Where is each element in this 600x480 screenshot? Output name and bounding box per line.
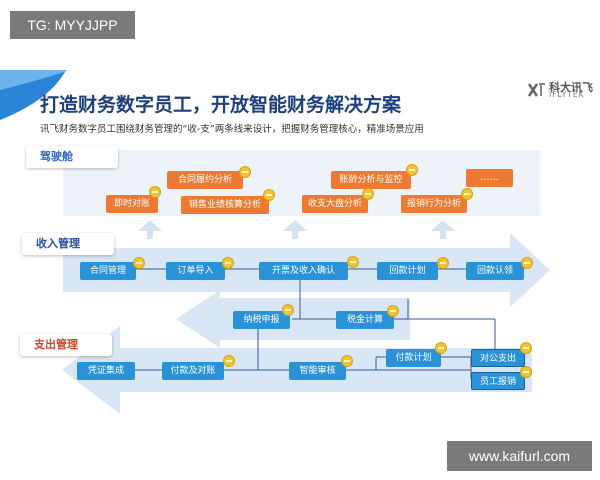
coin-icon <box>149 186 161 198</box>
income-payment-plan: 回款计划 <box>377 262 438 280</box>
iflytek-logo-icon <box>527 83 545 97</box>
coin-icon <box>223 355 235 367</box>
up-arrow-3 <box>431 220 455 239</box>
header-accent-light <box>0 70 70 90</box>
cockpit-contract-performance: 合同履约分析 <box>167 171 243 189</box>
expense-payment-reconcile: 付款及对账 <box>162 362 224 380</box>
cockpit-reimburse-behavior: 报销行为分析 <box>401 195 467 213</box>
tax-declaration: 纳税申报 <box>233 311 290 329</box>
coin-icon <box>520 366 532 378</box>
expense-payment-plan: 付款计划 <box>386 349 441 367</box>
coin-icon <box>341 355 353 367</box>
coin-icon <box>521 257 533 269</box>
coin-icon <box>133 257 145 269</box>
page-subtitle: 讯飞财务数字员工围绕财务管理的“收-支”两条线来设计，把握财务管理核心，精准场景… <box>40 124 424 135</box>
cockpit-aging-analysis: 账龄分析与监控 <box>331 171 411 189</box>
income-contract-management: 合同管理 <box>80 262 136 280</box>
expense-corporate-payment: 对公支出 <box>471 349 525 367</box>
coin-icon <box>263 189 275 201</box>
coin-icon <box>239 166 251 178</box>
income-payment-claim: 回款认领 <box>466 262 524 280</box>
cockpit-income-expense: 收支大盘分析 <box>302 195 368 213</box>
coin-icon <box>435 342 447 354</box>
expense-voucher-integration: 凭证集成 <box>77 362 135 380</box>
section-expense: 支出管理 <box>20 334 112 356</box>
cockpit-sales-performance: 销售业绩核算分析 <box>181 196 269 214</box>
up-arrow-2 <box>283 220 307 239</box>
page-title: 打造财务数字员工，开放智能财务解决方案 <box>40 94 402 116</box>
coin-icon <box>520 342 532 354</box>
logo-main-text: 科大讯飞 <box>549 81 593 94</box>
watermark: www.kaifurl.com <box>447 441 592 471</box>
coin-icon <box>222 257 234 269</box>
coin-icon <box>461 188 473 200</box>
tax-calculation: 税金计算 <box>336 311 394 329</box>
expense-employee-reimburse: 员工报销 <box>471 372 525 390</box>
coin-icon <box>282 304 294 316</box>
cockpit-instant-reconcile: 即时对账 <box>106 195 158 213</box>
up-arrow-1 <box>138 220 162 239</box>
iflytek-logo: 科大讯飞 IFLYTEK <box>527 79 597 101</box>
coin-icon <box>406 164 418 176</box>
coin-icon <box>362 188 374 200</box>
section-income: 收入管理 <box>22 233 114 255</box>
coin-icon <box>387 305 399 317</box>
logo-sub-text: IFLYTEK <box>549 90 585 99</box>
coin-icon <box>437 257 449 269</box>
coin-icon <box>347 256 359 268</box>
income-order-import: 订单导入 <box>166 262 225 280</box>
section-cockpit: 驾驶舱 <box>26 146 118 168</box>
expense-smart-audit: 智能审核 <box>289 362 346 380</box>
cockpit-more: …… <box>466 169 513 187</box>
income-invoice-revenue: 开票及收入确认 <box>259 262 348 280</box>
tg-tag: TG: MYYJJPP <box>10 11 135 39</box>
flow-connectors <box>135 268 496 379</box>
